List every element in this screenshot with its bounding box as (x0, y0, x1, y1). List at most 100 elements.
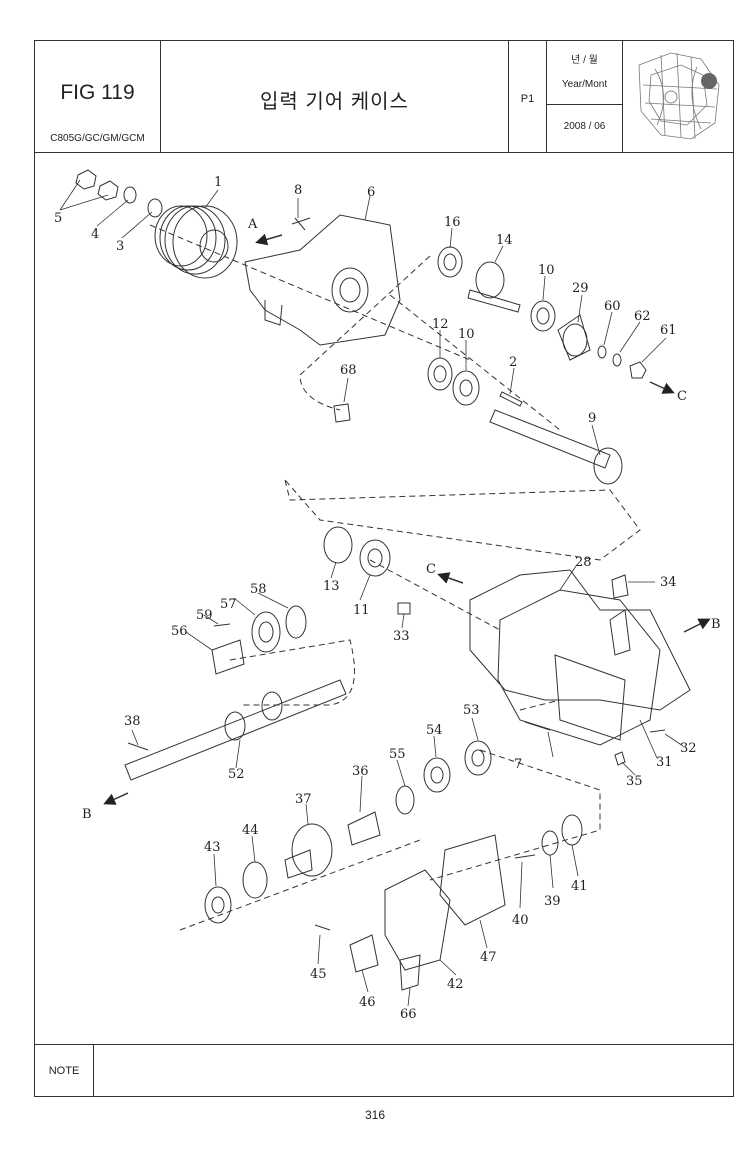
snap-ring-55 (395, 785, 415, 815)
bearing-10-lower (452, 370, 480, 406)
page-code: P1 (520, 93, 535, 105)
callout-55: 55 (389, 747, 406, 762)
bearing-10-upper (530, 300, 556, 332)
nuts-5 (75, 169, 119, 201)
bearing-16 (437, 246, 463, 278)
callout-46: 46 (359, 995, 376, 1010)
callout-41: 41 (571, 879, 588, 894)
page-code-cell: P1 (509, 41, 547, 152)
clip-66 (399, 954, 421, 991)
bearing-11 (359, 539, 391, 577)
callout-36: 36 (352, 764, 369, 779)
assembly-lines (149, 224, 641, 931)
note-label: NOTE (35, 1045, 94, 1097)
pinion-shaft-9 (489, 409, 623, 485)
bearing-57 (251, 611, 281, 653)
callout-8: 8 (294, 183, 302, 198)
callout-59: 59 (196, 608, 213, 623)
callout-13: 13 (323, 579, 340, 594)
callout-54: 54 (426, 723, 443, 738)
callout-53: 53 (463, 703, 480, 718)
bolt-45 (314, 924, 331, 931)
callout-28: 28 (575, 555, 592, 570)
bolt-40 (514, 854, 536, 859)
callout-1: 1 (214, 175, 222, 190)
page-title: 입력 기어 케이스 (260, 91, 409, 113)
key-2 (499, 391, 523, 407)
callout-9: 9 (588, 411, 596, 426)
washer-3 (147, 198, 163, 218)
thumbnail-cell (623, 41, 733, 152)
callout-44: 44 (242, 823, 259, 838)
callout-66: 66 (400, 1007, 417, 1022)
leader-lines (59, 179, 684, 1007)
plug-35 (614, 751, 626, 766)
bearing-12 (427, 357, 453, 391)
callout-60: 60 (604, 299, 621, 314)
revision-date: 2008 / 06 (563, 121, 606, 132)
title-block: FIG 119 C805G/GC/GM/GCM 입력 기어 케이스 P1 년 /… (35, 41, 733, 153)
gear-case-31 (497, 589, 661, 746)
callout-58: 58 (250, 582, 267, 597)
callout-39: 39 (544, 894, 561, 909)
arrow-label-c-upper: C (677, 389, 687, 404)
callout-45: 45 (310, 967, 327, 982)
callout-38: 38 (124, 714, 141, 729)
callout-31: 31 (656, 755, 673, 770)
bolt-8 (291, 217, 311, 231)
callout-10-upper: 10 (538, 263, 555, 278)
note-row: NOTE (35, 1044, 733, 1097)
callout-52: 52 (228, 767, 245, 782)
callout-35: 35 (626, 774, 643, 789)
arrow-label-c-lower: C (426, 562, 436, 577)
bearing-43 (204, 886, 232, 924)
title-cell: 입력 기어 케이스 (161, 41, 509, 152)
callout-3: 3 (116, 239, 124, 254)
lock-washer-62 (612, 353, 622, 367)
year-month-english: Year/Mont (561, 79, 608, 90)
shaft-14 (467, 261, 521, 313)
callout-16: 16 (444, 215, 461, 230)
callout-42: 42 (447, 977, 464, 992)
plug-68 (333, 403, 351, 423)
input-housing-6 (244, 214, 401, 346)
callout-34: 34 (660, 575, 677, 590)
year-month-korean: 년 / 월 (571, 55, 598, 66)
callout-10-lower: 10 (458, 327, 475, 342)
bolt-7 (524, 721, 551, 731)
callout-11: 11 (353, 603, 370, 618)
gasket-47 (439, 834, 506, 926)
callout-37: 37 (295, 792, 312, 807)
lock-washer-4 (123, 186, 137, 204)
snap-ring-44 (242, 861, 268, 899)
bevel-gear-29 (557, 314, 591, 361)
pulley-1 (154, 205, 238, 279)
arrow-label-b-right: B (711, 617, 721, 632)
callout-68: 68 (340, 363, 357, 378)
gear-13 (323, 526, 353, 564)
snap-ring-41 (561, 814, 583, 846)
gasket-28 (469, 569, 691, 711)
callout-62: 62 (634, 309, 651, 324)
cap-46 (349, 934, 379, 973)
callout-12: 12 (432, 317, 449, 332)
callout-14: 14 (496, 233, 513, 248)
figure-cell: FIG 119 C805G/GC/GM/GCM (35, 41, 161, 152)
callout-57: 57 (220, 597, 237, 612)
callout-47: 47 (480, 950, 497, 965)
cover-42 (384, 869, 451, 971)
date-divider (547, 104, 622, 105)
callout-29: 29 (572, 281, 589, 296)
callout-61: 61 (660, 323, 677, 338)
snap-ring-58 (285, 605, 307, 639)
direction-arrows (103, 233, 711, 805)
machine-thumbnail (638, 52, 720, 140)
breather-34 (611, 574, 629, 599)
callout-40: 40 (512, 913, 529, 928)
callout-4: 4 (91, 227, 99, 242)
date-cell: 년 / 월 Year/Mont 2008 / 06 (547, 41, 623, 152)
callout-33: 33 (393, 629, 410, 644)
callout-numbers: 1 2 3 4 5 6 7 8 9 10 10 11 12 13 14 16 2… (54, 175, 697, 1022)
bearing-54 (423, 757, 451, 793)
